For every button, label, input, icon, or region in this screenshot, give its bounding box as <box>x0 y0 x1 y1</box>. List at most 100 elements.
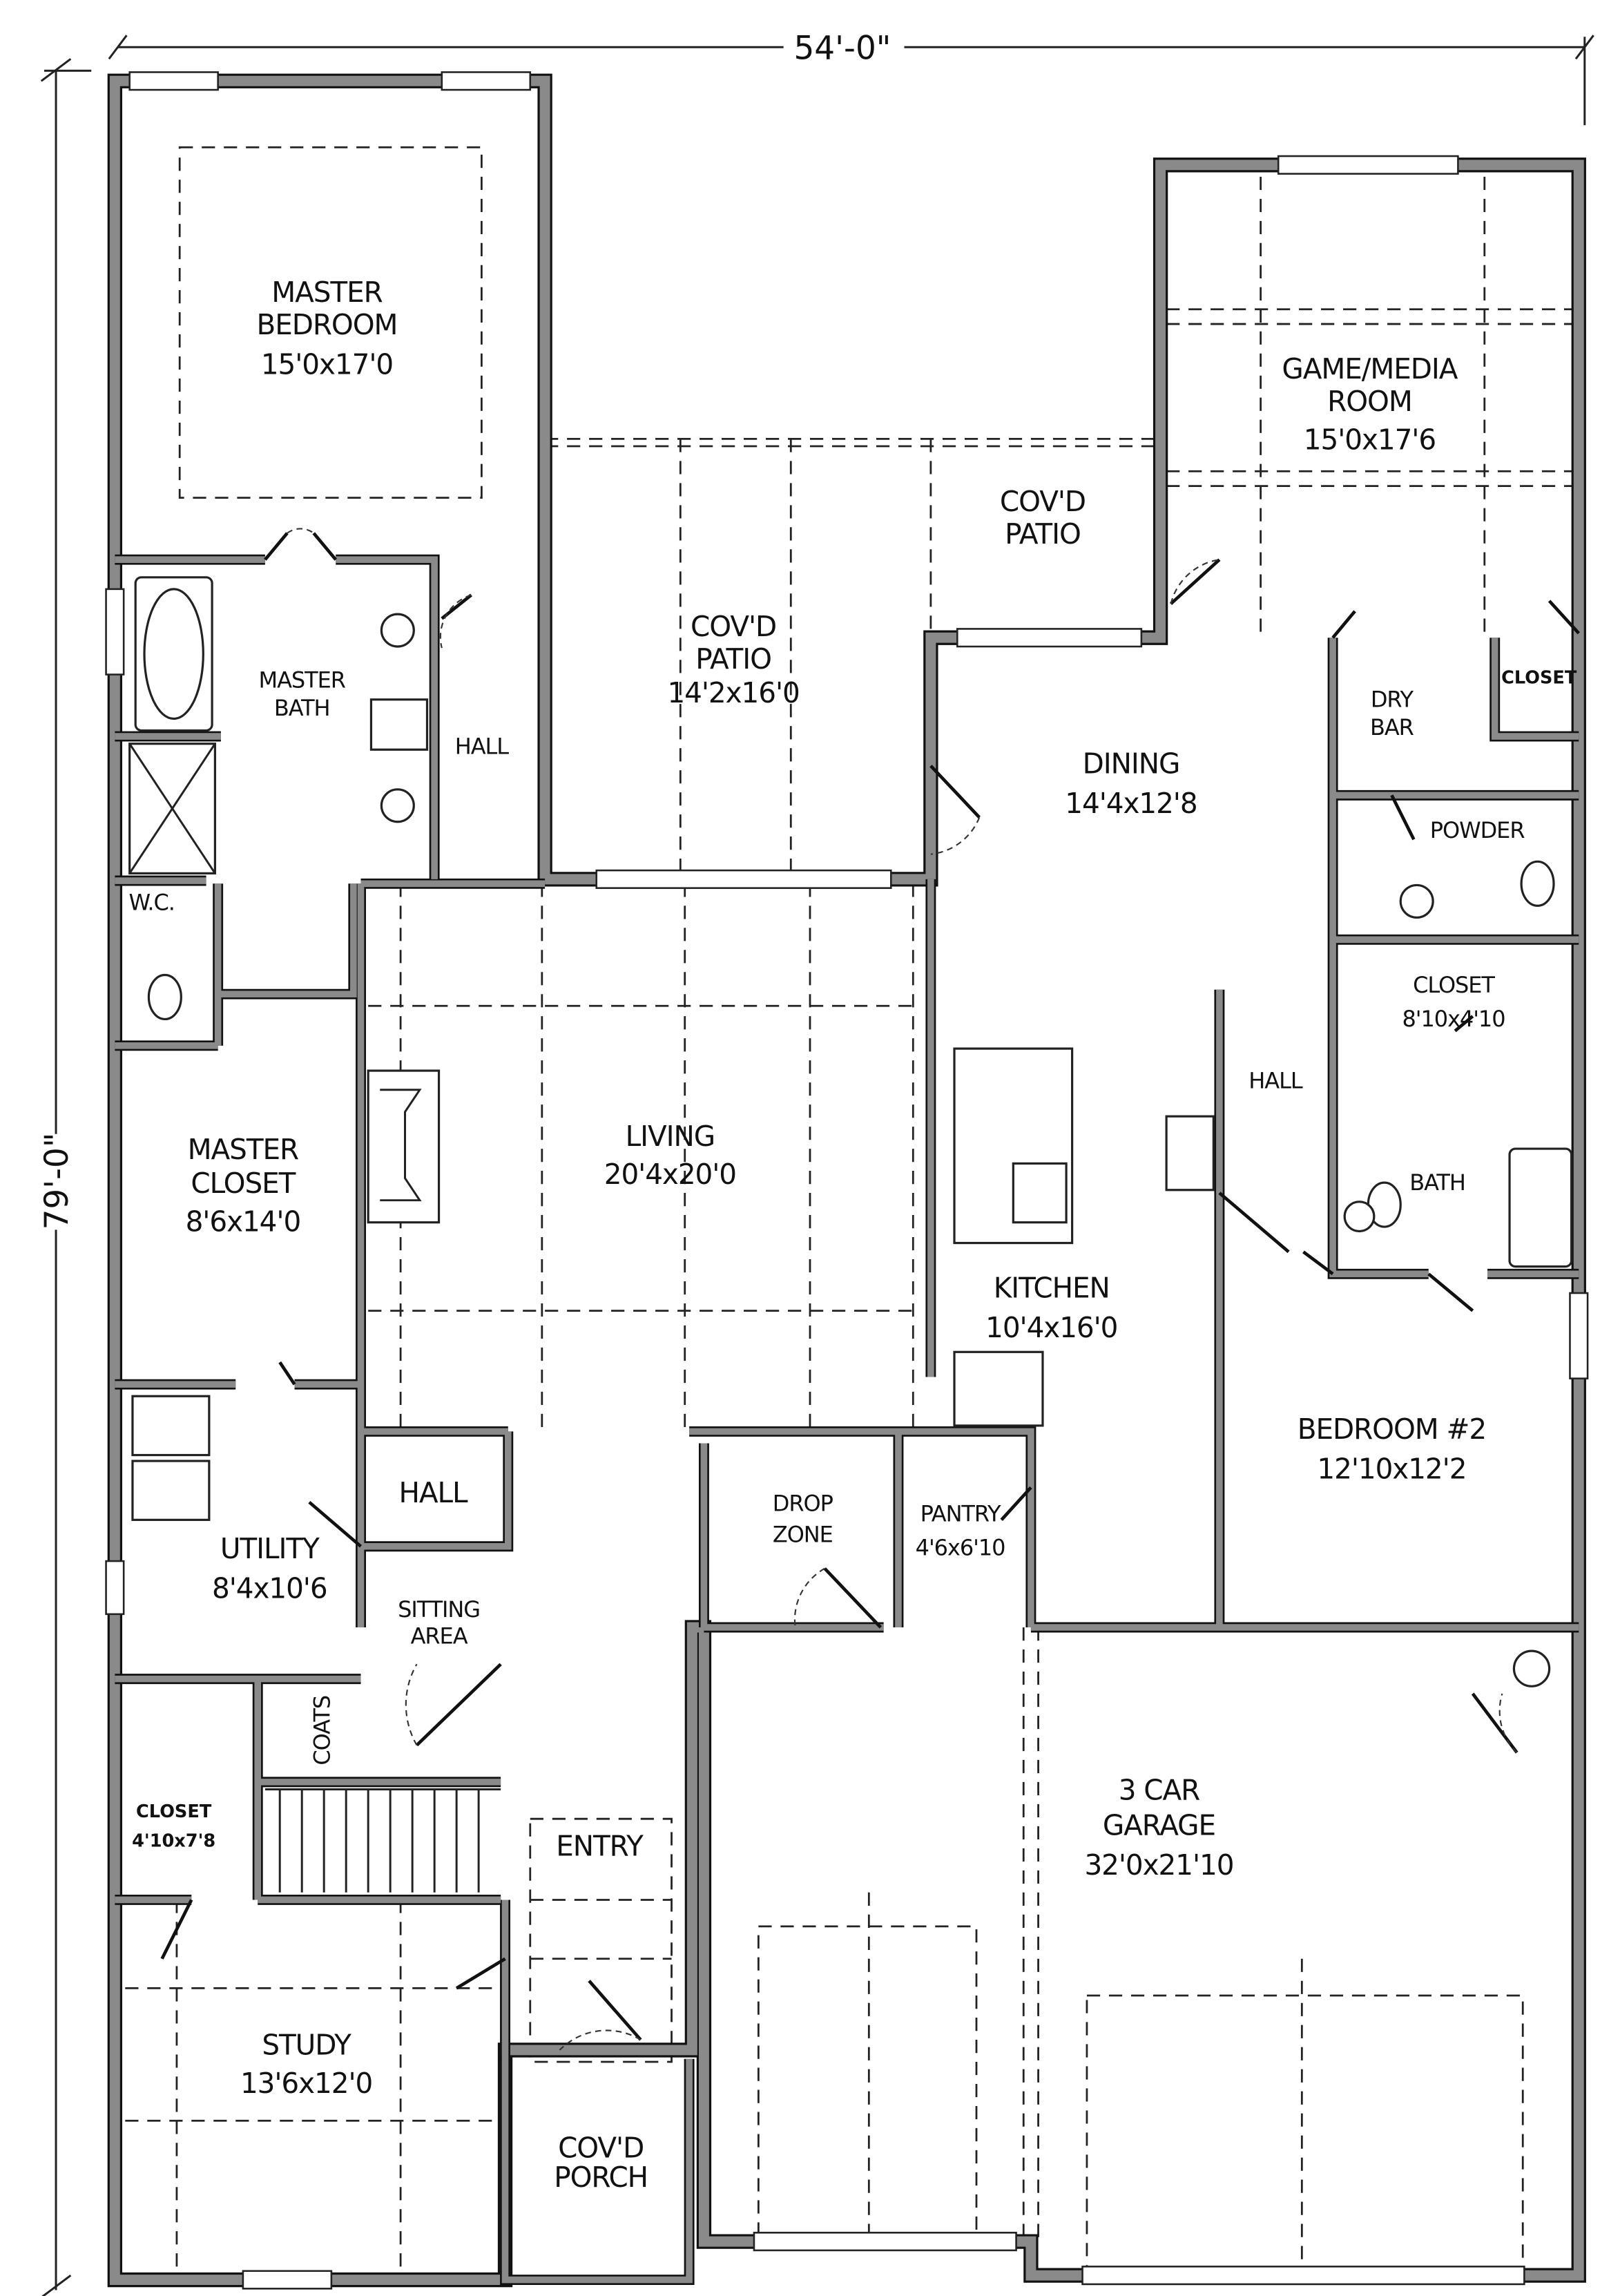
doors <box>160 528 1581 2051</box>
room-covered-patio-small: COV'D PATIO <box>1000 485 1086 551</box>
svg-text:14'2x16'0: 14'2x16'0 <box>667 676 799 709</box>
svg-text:GARAGE: GARAGE <box>1103 1809 1215 1842</box>
toilet <box>1520 860 1555 907</box>
svg-text:8'4x10'6: 8'4x10'6 <box>212 1571 327 1605</box>
range <box>1165 1115 1215 1192</box>
room-covered-porch: COV'D PORCH <box>554 2132 648 2194</box>
svg-text:ZONE: ZONE <box>773 1521 833 1547</box>
room-closet-bed2: CLOSET 8'10x4'10 <box>1402 972 1506 1032</box>
svg-text:DRY: DRY <box>1371 686 1414 712</box>
svg-text:3 CAR: 3 CAR <box>1119 1773 1199 1806</box>
svg-text:COV'D: COV'D <box>558 2132 644 2165</box>
svg-text:STUDY: STUDY <box>262 2028 351 2061</box>
room-hall-master: HALL <box>455 734 510 760</box>
sink <box>1343 1200 1376 1233</box>
svg-text:MASTER: MASTER <box>259 667 346 693</box>
svg-text:COV'D: COV'D <box>1000 485 1086 518</box>
room-dining: DINING 14'4x12'8 <box>1065 747 1197 820</box>
svg-text:AREA: AREA <box>411 1623 468 1649</box>
fixtures <box>128 576 1573 1893</box>
svg-text:PATIO: PATIO <box>695 642 771 676</box>
svg-text:PANTRY: PANTRY <box>920 1501 1001 1527</box>
room-garage: 3 CAR GARAGE 32'0x21'10 <box>1084 1773 1234 1882</box>
room-study: STUDY 13'6x12'0 <box>240 2028 373 2100</box>
svg-text:BEDROOM: BEDROOM <box>256 308 397 341</box>
room-closet-small: CLOSET <box>1501 667 1577 688</box>
sink <box>1399 883 1434 919</box>
room-closet-study: CLOSET 4'10x7'8 <box>132 1801 215 1852</box>
room-hall-bed2: HALL <box>1248 1068 1303 1094</box>
svg-text:BEDROOM #2: BEDROOM #2 <box>1298 1413 1486 1446</box>
svg-text:PORCH: PORCH <box>554 2161 648 2194</box>
svg-text:15'0x17'6: 15'0x17'6 <box>1304 423 1436 456</box>
room-entry: ENTRY <box>556 1829 644 1862</box>
svg-text:UTILITY: UTILITY <box>220 1532 320 1565</box>
svg-text:4'6x6'10: 4'6x6'10 <box>916 1535 1005 1561</box>
svg-text:4'10x7'8: 4'10x7'8 <box>132 1831 215 1852</box>
room-master-bedroom: MASTER BEDROOM 15'0x17'0 <box>256 276 398 381</box>
room-master-bath: MASTER BATH <box>259 667 347 722</box>
svg-text:12'10x12'2: 12'10x12'2 <box>1317 1453 1466 1486</box>
svg-text:10'4x16'0: 10'4x16'0 <box>985 1311 1117 1344</box>
room-master-closet: MASTER CLOSET 8'6x14'0 <box>186 1133 302 1238</box>
room-game-media: GAME/MEDIA ROOM 15'0x17'6 <box>1282 352 1458 456</box>
sink <box>380 788 415 823</box>
room-dry-bar: DRY BAR <box>1370 686 1415 740</box>
svg-text:GAME/MEDIA: GAME/MEDIA <box>1282 352 1458 385</box>
room-sitting-area: SITTING AREA <box>398 1596 481 1649</box>
room-coats: COATS <box>309 1696 336 1766</box>
room-covered-patio: COV'D PATIO 14'2x16'0 <box>667 610 800 709</box>
fireplace <box>367 1069 441 1224</box>
svg-text:20'4x20'0: 20'4x20'0 <box>604 1158 736 1191</box>
svg-text:CLOSET: CLOSET <box>1413 972 1495 998</box>
svg-text:14'4x12'8: 14'4x12'8 <box>1065 787 1197 820</box>
svg-text:32'0x21'10: 32'0x21'10 <box>1084 1848 1233 1882</box>
dryer <box>131 1460 211 1521</box>
water-heater <box>1512 1649 1551 1687</box>
interior-walls <box>115 554 1579 2062</box>
svg-text:PATIO: PATIO <box>1005 517 1081 551</box>
washer <box>131 1395 211 1457</box>
svg-text:MASTER: MASTER <box>271 276 382 309</box>
ceiling-lines <box>125 146 1573 2277</box>
svg-text:BAR: BAR <box>1370 714 1414 740</box>
room-pantry: PANTRY 4'6x6'10 <box>916 1501 1006 1561</box>
dimension-depth: 79'-0" <box>38 58 92 2296</box>
svg-text:8'6x14'0: 8'6x14'0 <box>186 1205 301 1238</box>
svg-text:15'0x17'0: 15'0x17'0 <box>261 348 393 381</box>
toilet <box>147 973 182 1021</box>
svg-text:DINING: DINING <box>1083 747 1180 780</box>
svg-text:KITCHEN: KITCHEN <box>994 1271 1110 1304</box>
island-sink <box>1012 1162 1068 1224</box>
svg-text:ROOM: ROOM <box>1327 385 1412 418</box>
room-powder: POWDER <box>1430 817 1525 843</box>
room-wc: W.C. <box>129 890 175 916</box>
dimension-width: 54'-0" <box>108 29 1594 126</box>
svg-text:CLOSET: CLOSET <box>136 1801 212 1822</box>
room-kitchen: KITCHEN 10'4x16'0 <box>985 1271 1118 1344</box>
svg-text:COV'D: COV'D <box>691 610 776 643</box>
room-living: LIVING 20'4x20'0 <box>604 1120 737 1191</box>
stairs <box>264 1788 501 1893</box>
svg-text:54'-0": 54'-0" <box>793 29 891 67</box>
room-bedroom-2: BEDROOM #2 12'10x12'2 <box>1298 1413 1487 1486</box>
svg-text:8'10x4'10: 8'10x4'10 <box>1402 1006 1505 1032</box>
bathtub <box>1508 1147 1573 1268</box>
svg-text:CLOSET: CLOSET <box>191 1167 296 1200</box>
sink <box>380 613 415 648</box>
svg-text:SITTING: SITTING <box>398 1596 480 1623</box>
refrigerator <box>953 1350 1044 1427</box>
svg-text:MASTER: MASTER <box>188 1133 298 1166</box>
room-bath: BATH <box>1409 1169 1465 1196</box>
svg-text:13'6x12'0: 13'6x12'0 <box>240 2067 372 2100</box>
svg-text:DROP: DROP <box>773 1491 833 1517</box>
room-drop-zone: DROP ZONE <box>773 1491 834 1548</box>
room-utility: UTILITY 8'4x10'6 <box>212 1532 328 1605</box>
windows <box>105 71 1589 2290</box>
room-hall-utility: HALL <box>398 1476 468 1509</box>
room-labels: MASTER BEDROOM 15'0x17'0 GAME/MEDIA ROOM… <box>129 276 1577 2194</box>
tub-basin <box>143 588 204 720</box>
svg-text:79'-0": 79'-0" <box>38 1133 76 1230</box>
svg-text:BATH: BATH <box>274 695 330 721</box>
